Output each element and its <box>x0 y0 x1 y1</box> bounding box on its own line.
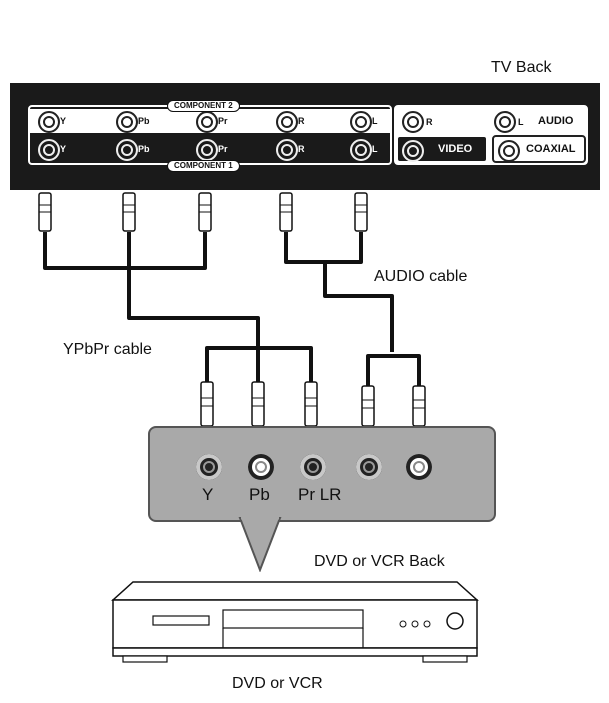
jack-l-2-label: L <box>372 116 378 126</box>
jack-pb-2[interactable] <box>116 111 138 133</box>
video-label: VIDEO <box>438 143 473 155</box>
disc-tray <box>222 609 364 629</box>
plug-pr-bottom <box>304 381 318 427</box>
jack-pb-1-label: Pb <box>138 144 150 154</box>
component-2-row: Y Pb Pr R L <box>30 109 390 133</box>
player-foot-left <box>122 655 168 663</box>
player-foot-right <box>422 655 468 663</box>
audio-cable-bottom <box>366 354 421 386</box>
audio-cable-top <box>284 232 363 264</box>
av-group: R L AUDIO VIDEO COAXIAL <box>394 105 588 165</box>
coaxial-box: COAXIAL <box>492 135 586 163</box>
jack-y-2-label: Y <box>60 116 67 126</box>
audio-cable-trunk <box>323 262 394 352</box>
display-window <box>152 615 210 626</box>
dvd-pr-lr-label: Pr LR <box>298 485 342 504</box>
dvd-vcr-back-panel: Y Pb Pr LR <box>148 426 496 522</box>
ypbpr-cable-label: YPbPr cable <box>63 341 152 358</box>
dvd-y-jack[interactable] <box>196 454 222 480</box>
volume-knob <box>446 612 464 630</box>
audio-l-label: L <box>518 117 524 127</box>
video-jack[interactable] <box>402 140 424 162</box>
button-2 <box>411 620 419 628</box>
dvd-vcr-player <box>111 581 479 663</box>
dvd-l-jack[interactable] <box>356 454 382 480</box>
dvd-plugs <box>200 381 426 427</box>
dvd-pr-jack[interactable] <box>300 454 326 480</box>
coaxial-jack[interactable] <box>498 140 520 162</box>
audio-cable-label: AUDIO cable <box>374 268 468 285</box>
jack-pb-2-label: Pb <box>138 116 150 126</box>
tv-back-panel: Y Pb Pr R L Y Pb Pr R L COMPONENT 2 COMP… <box>10 83 600 190</box>
plug-r-bottom <box>412 385 426 427</box>
ypbpr-cable-top <box>43 232 207 270</box>
jack-pr-2[interactable] <box>196 111 218 133</box>
jack-y-2[interactable] <box>38 111 60 133</box>
dvd-pb-label: Pb <box>249 485 270 504</box>
dvd-vcr-back-label: DVD or VCR Back <box>314 553 445 570</box>
jack-pr-1-label: Pr <box>218 144 228 154</box>
jack-r-2[interactable] <box>276 111 298 133</box>
ypbpr-cable-trunk <box>127 232 260 382</box>
button-1 <box>399 620 407 628</box>
plug-l-bottom <box>361 385 375 427</box>
audio-r-jack[interactable] <box>402 111 424 133</box>
audio-l-jack[interactable] <box>494 111 516 133</box>
tv-back-label: TV Back <box>491 59 552 76</box>
plug-y-bottom <box>200 381 214 427</box>
dvd-pb-jack[interactable] <box>248 454 274 480</box>
dvd-y-label: Y <box>202 485 214 504</box>
dvd-r-jack[interactable] <box>406 454 432 480</box>
jack-pr-2-label: Pr <box>218 116 228 126</box>
audio-label: AUDIO <box>538 115 574 127</box>
dvd-vcr-label: DVD or VCR <box>232 675 323 692</box>
component-1-row: Y Pb Pr R L <box>30 137 390 161</box>
player-top <box>111 581 479 601</box>
player-base <box>112 647 478 657</box>
jack-l-2[interactable] <box>350 111 372 133</box>
component-1-tag: COMPONENT 1 <box>167 160 240 172</box>
jack-y-1[interactable] <box>38 139 60 161</box>
jack-r-1-label: R <box>298 144 305 154</box>
ypbpr-cable-bottom <box>205 346 313 382</box>
video-box: VIDEO <box>396 135 488 163</box>
jack-pb-1[interactable] <box>116 139 138 161</box>
callout-pointer <box>238 516 282 572</box>
coaxial-label: COAXIAL <box>526 143 576 155</box>
jack-r-1[interactable] <box>276 139 298 161</box>
jack-l-1-label: L <box>372 144 378 154</box>
button-3 <box>423 620 431 628</box>
jack-r-2-label: R <box>298 116 305 126</box>
jack-l-1[interactable] <box>350 139 372 161</box>
component-2-tag: COMPONENT 2 <box>167 100 240 112</box>
plug-pb-bottom <box>251 381 265 427</box>
audio-r-label: R <box>426 117 433 127</box>
jack-y-1-label: Y <box>60 144 67 154</box>
